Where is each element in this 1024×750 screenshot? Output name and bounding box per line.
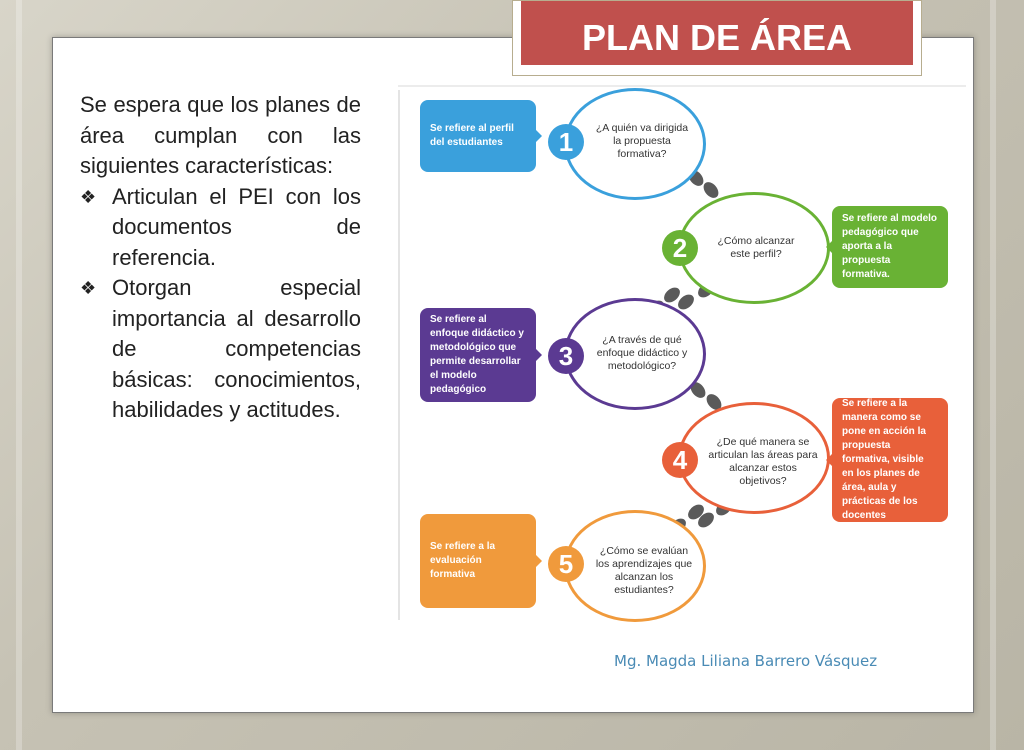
- step-1-oval: [564, 88, 706, 200]
- bullet-text: Otorgan especial importancia al desarrol…: [112, 275, 361, 422]
- step-5-note: Se refiere a la evaluación formativa: [420, 514, 542, 608]
- author-footer: Mg. Magda Liliana Barrero Vásquez: [614, 652, 878, 670]
- intro-text: Se espera que los planes de área cumplan…: [80, 92, 361, 178]
- step-1-note-text: Se refiere al perfil del estudiantes: [430, 123, 514, 148]
- step-1-note: Se refiere al perfil del estudiantes: [420, 100, 542, 172]
- slide-title: PLAN DE ÁREA: [581, 17, 853, 58]
- step-2-note-text: Se refiere al modelo pedagógico que apor…: [842, 213, 938, 280]
- step-5-number: 5: [548, 546, 584, 582]
- bullet-text: Articulan el PEI con los documentos de r…: [112, 183, 361, 270]
- step-3-question: ¿A través de qué enfoque didáctico y met…: [596, 334, 688, 372]
- bullet-diamond-icon: ❖: [80, 186, 97, 207]
- step-3-note-text: Se refiere al enfoque didáctico y metodo…: [430, 314, 524, 395]
- step-3-number: 3: [548, 338, 584, 374]
- step-4-note-text: Se refiere a la manera como se pone en a…: [842, 398, 926, 521]
- steps-diagram: Se refiere al perfil del estudiantes 1 ¿…: [396, 80, 968, 626]
- step-1-number: 1: [548, 124, 584, 160]
- title-frame: PLAN DE ÁREA: [512, 0, 922, 76]
- bullet-item: ❖ Articulan el PEI con los documentos de…: [80, 182, 361, 274]
- step-4-note: Se refiere a la manera como se pone en a…: [826, 398, 948, 522]
- step-5-note-text: Se refiere a la evaluación formativa: [430, 541, 496, 580]
- title-banner: PLAN DE ÁREA: [521, 1, 913, 65]
- bullet-item: ❖ Otorgan especial importancia al desarr…: [80, 273, 361, 426]
- step-2-question: ¿Cómo alcanzar este perfil?: [717, 235, 795, 260]
- step-3-note: Se refiere al enfoque didáctico y metodo…: [420, 308, 542, 402]
- step-1-question: ¿A quién va dirigida la propuesta format…: [595, 122, 689, 160]
- step-4-question: ¿De qué manera se articulan las áreas pa…: [708, 436, 818, 487]
- step-5-oval: [564, 510, 706, 622]
- bullet-diamond-icon: ❖: [80, 278, 97, 298]
- step-5-question: ¿Cómo se evalúan los aprendizajes que al…: [595, 545, 693, 596]
- step-2-number: 2: [662, 230, 698, 266]
- step-4-number: 4: [662, 442, 698, 478]
- body-text: Se espera que los planes de área cumplan…: [80, 90, 361, 426]
- step-2-note: Se refiere al modelo pedagógico que apor…: [826, 206, 948, 288]
